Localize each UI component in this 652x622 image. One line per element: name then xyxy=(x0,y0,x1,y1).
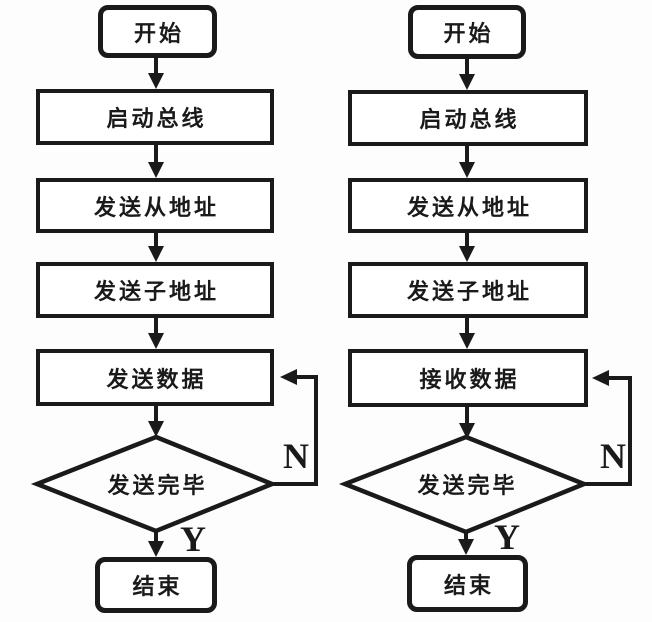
arrow-head-down xyxy=(148,421,164,437)
left-step-send-slave-address: 发送从地址 xyxy=(36,178,274,233)
left-step-send-data: 发送数据 xyxy=(36,349,274,406)
right-no-branch-label: N xyxy=(600,436,626,476)
left-decision-text: 发送完毕 xyxy=(107,473,208,498)
right-end-node: 结束 xyxy=(407,555,528,612)
right-decision-text: 发送完毕 xyxy=(417,473,518,498)
arrow-head-down xyxy=(459,74,475,90)
left-flow-connectors xyxy=(30,57,318,557)
no-loop-line xyxy=(584,376,632,486)
arrow-head-down xyxy=(459,162,475,178)
arrow-head-down xyxy=(148,73,164,89)
arrow-head-down xyxy=(459,333,475,349)
right-yes-branch-label: Y xyxy=(494,517,520,557)
right-start-node: 开始 xyxy=(408,5,526,59)
right-step-send-sub-address: 发送子地址 xyxy=(348,262,588,318)
arrow-head-left xyxy=(280,369,297,385)
arrow-head-down xyxy=(148,333,164,349)
right-step-receive-data: 接收数据 xyxy=(348,349,588,407)
right-step-start-bus: 启动总线 xyxy=(348,90,588,146)
left-no-branch-label: N xyxy=(283,436,309,476)
arrow-head-left xyxy=(592,370,609,386)
left-step-start-bus: 启动总线 xyxy=(36,89,274,145)
left-end-node: 结束 xyxy=(95,557,217,613)
left-step-send-sub-address: 发送子地址 xyxy=(36,262,274,318)
left-start-node: 开始 xyxy=(98,5,217,58)
no-loop-line xyxy=(272,375,318,486)
right-step-send-slave-address: 发送从地址 xyxy=(348,178,588,233)
left-yes-branch-label: Y xyxy=(180,519,206,559)
arrow-head-down xyxy=(148,541,164,557)
arrow-head-down xyxy=(148,246,164,262)
arrow-head-down xyxy=(148,162,164,178)
arrow-head-down xyxy=(459,246,475,262)
right-flow-connectors xyxy=(338,58,632,555)
arrow-head-down xyxy=(458,539,474,555)
arrow-head-down xyxy=(459,423,475,439)
